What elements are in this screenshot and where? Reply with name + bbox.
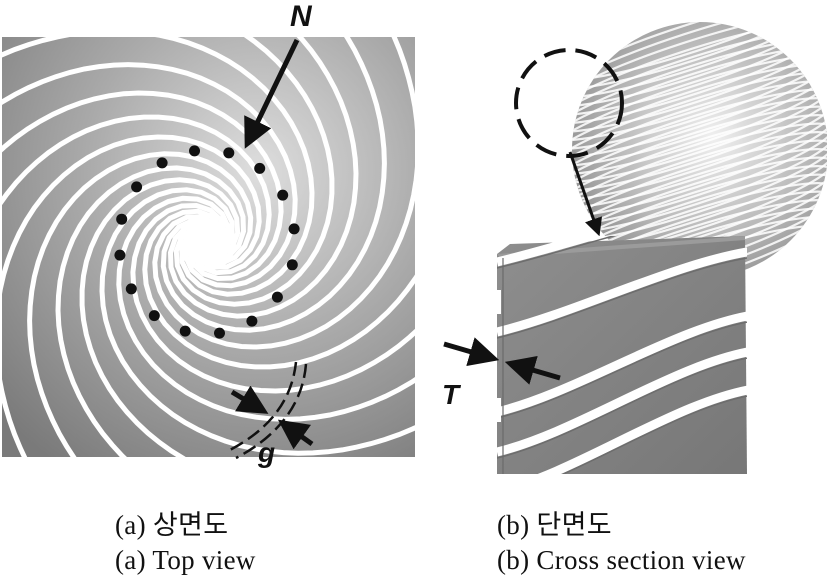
block-slot-edge xyxy=(497,321,747,419)
spiral-slot xyxy=(167,37,359,319)
via-dot xyxy=(223,147,235,159)
spiral-slot xyxy=(99,187,415,456)
zoom-arrow xyxy=(568,151,603,237)
via-dot xyxy=(189,145,200,157)
block-slots xyxy=(497,236,747,474)
via-dot xyxy=(114,249,126,261)
sphere-ring xyxy=(572,54,827,159)
label-n: N xyxy=(290,0,313,33)
caption-a-korean: (a) 상면도 xyxy=(115,510,229,540)
block-slot-edge xyxy=(497,236,616,269)
spiral-slot xyxy=(130,202,415,394)
block-slot-edge xyxy=(497,257,747,339)
block-slot xyxy=(497,347,747,457)
top-view-plate xyxy=(0,0,544,579)
via-dot-ring xyxy=(114,145,300,339)
via-dot xyxy=(277,189,289,201)
sphere-ring xyxy=(572,22,827,125)
via-dot xyxy=(156,157,168,169)
spiral-slot xyxy=(79,177,241,457)
caption-b-english: (b) Cross section view xyxy=(497,545,746,575)
via-dot xyxy=(214,327,225,339)
sphere-ring xyxy=(572,156,827,261)
label-t: T xyxy=(442,379,462,410)
sphere-ring xyxy=(572,80,827,184)
sphere-ring xyxy=(572,122,827,227)
caption-b-korean: (b) 단면도 xyxy=(497,510,612,540)
via-dot xyxy=(179,325,191,337)
block-slot-edge xyxy=(561,395,747,474)
spiral-slot xyxy=(2,114,272,276)
via-dot xyxy=(148,310,160,322)
spiral-slot xyxy=(2,37,315,297)
center-hole xyxy=(192,227,222,257)
sphere-ring xyxy=(572,71,827,176)
block-slot xyxy=(497,247,747,337)
via-dot xyxy=(254,162,266,174)
spiral-slot xyxy=(142,208,415,370)
sphere-ring xyxy=(572,22,827,91)
sphere-ring xyxy=(572,46,827,150)
block-slot-edge xyxy=(497,357,747,459)
via-dot xyxy=(246,315,258,327)
via-dot xyxy=(125,283,137,295)
via-dot xyxy=(288,223,300,235)
block-slot xyxy=(497,236,609,267)
spiral-slot xyxy=(173,37,335,307)
sphere-ring xyxy=(572,139,827,244)
via-dot xyxy=(131,181,143,193)
via-dot xyxy=(286,259,298,271)
spiral-slot xyxy=(2,90,284,282)
sphere-ring xyxy=(572,37,827,142)
sphere-ring xyxy=(572,114,827,218)
sphere-ring xyxy=(572,22,827,116)
sphere-ring xyxy=(572,148,827,252)
sphere-ring xyxy=(572,97,827,201)
spiral-slot xyxy=(55,165,247,457)
caption-a-english: (a) Top view xyxy=(115,545,256,575)
spiral-slot xyxy=(116,195,415,422)
gap-indicator xyxy=(225,361,314,460)
sphere-ring xyxy=(572,22,827,82)
sphere-ring xyxy=(572,63,827,167)
spiral-slot xyxy=(2,134,262,457)
zoom-circle xyxy=(514,48,624,158)
spiral-slot xyxy=(152,37,415,350)
n-arrow xyxy=(244,38,300,149)
via-dot xyxy=(116,213,128,225)
sphere-ring xyxy=(572,22,827,99)
spiral-slot xyxy=(27,151,254,457)
thickness-indicator xyxy=(443,337,561,385)
sphere-ring xyxy=(572,131,827,235)
cross-section-block xyxy=(495,236,747,474)
block-slot xyxy=(537,385,747,474)
sphere-ring xyxy=(572,29,827,133)
sphere-ring xyxy=(572,88,827,193)
label-g: g xyxy=(257,437,275,468)
spiral-slot xyxy=(2,62,298,289)
spiral-slot xyxy=(160,37,387,333)
spiral-slots xyxy=(0,0,544,579)
sphere-ring xyxy=(572,105,827,210)
sphere-ring xyxy=(572,22,827,108)
block-slot xyxy=(497,311,747,417)
via-dot xyxy=(271,291,283,303)
